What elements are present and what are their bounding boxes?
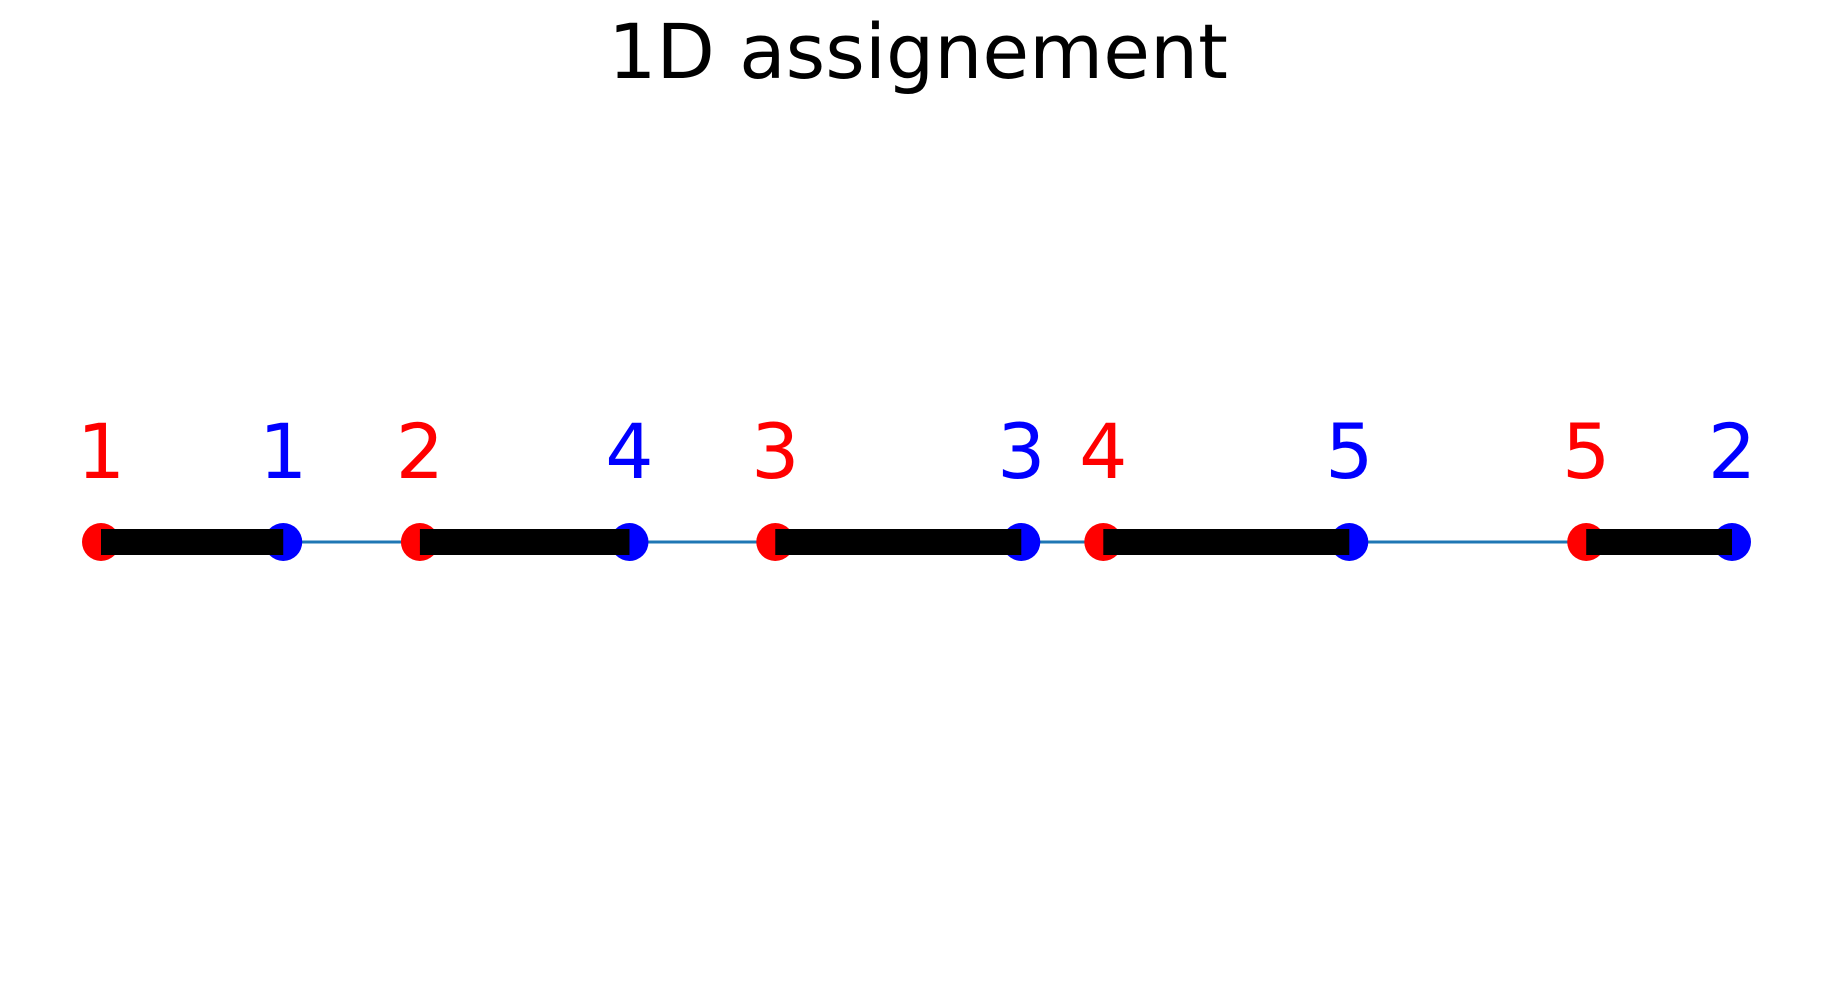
source-label-3: 3 (751, 407, 799, 496)
source-label-4: 4 (1079, 407, 1127, 496)
target-label-2: 4 (605, 407, 653, 496)
target-label-1: 1 (259, 407, 307, 496)
target-label-5: 2 (1708, 407, 1756, 496)
target-label-4: 5 (1325, 407, 1373, 496)
source-label-2: 2 (396, 407, 444, 496)
target-label-3: 3 (997, 407, 1045, 496)
source-label-1: 1 (77, 407, 125, 496)
source-label-5: 5 (1562, 407, 1610, 496)
figure-title: 1D assignement (608, 7, 1228, 96)
